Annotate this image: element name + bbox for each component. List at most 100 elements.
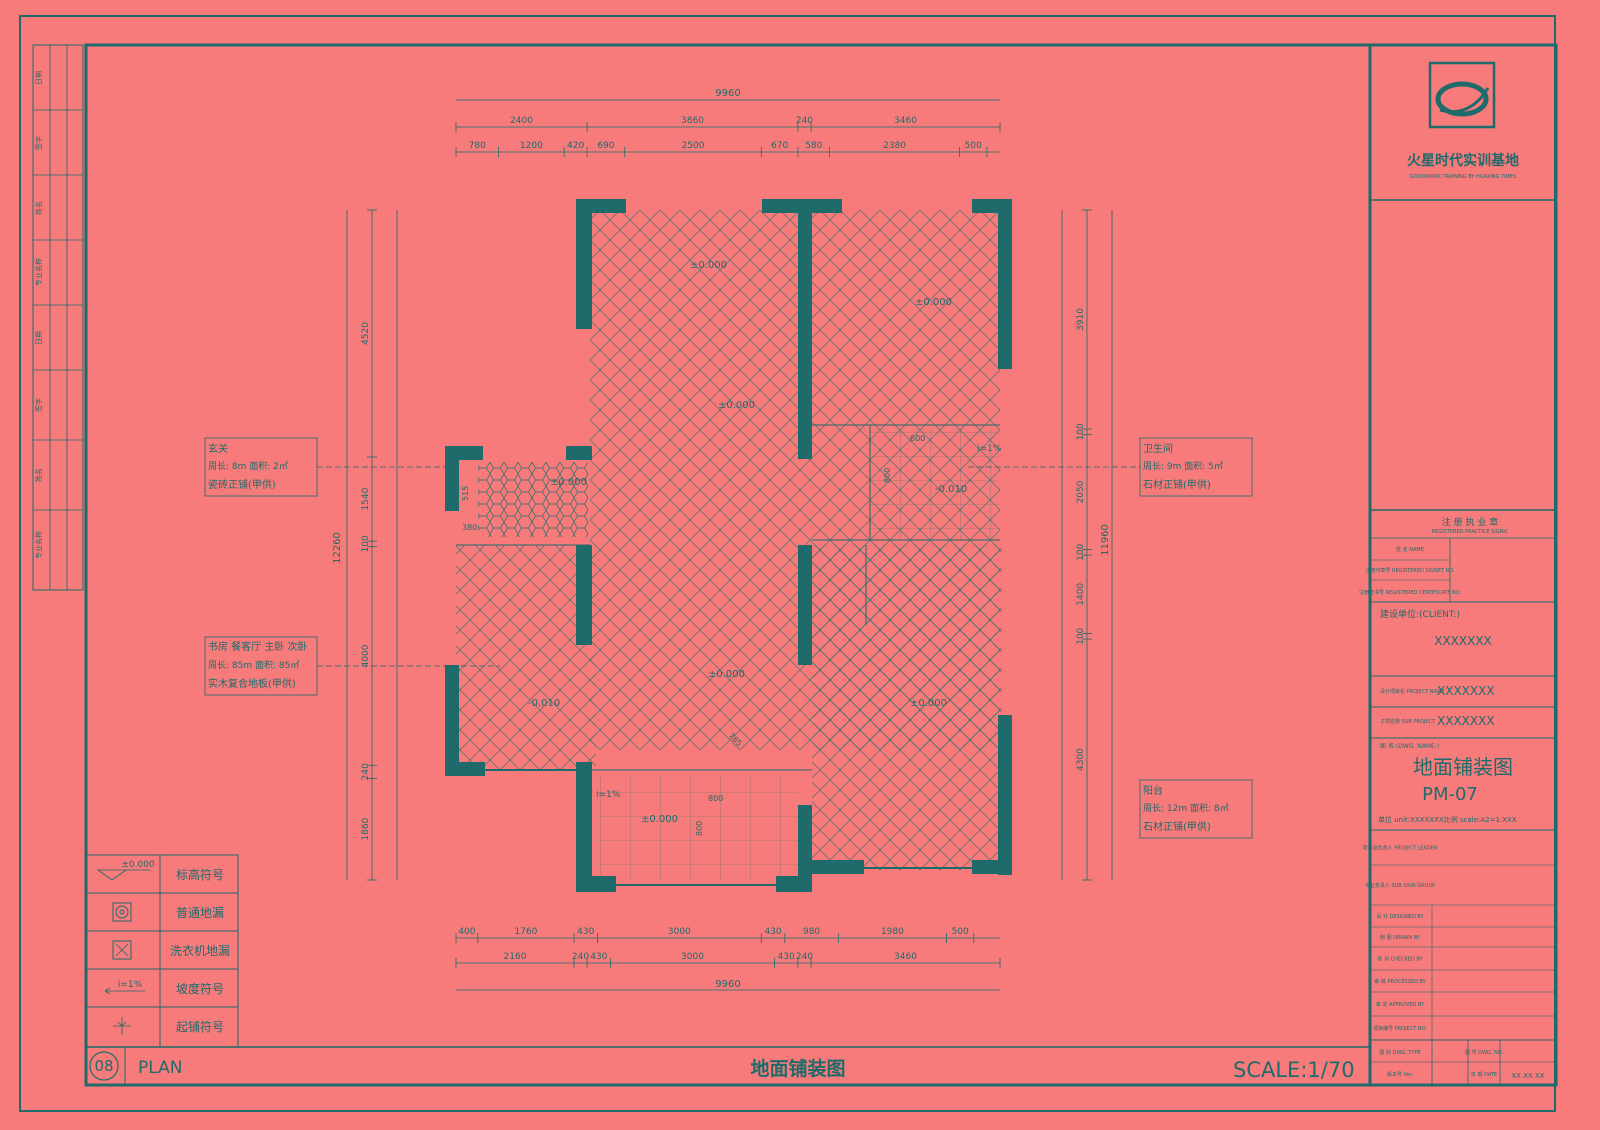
wood-floor-study xyxy=(456,545,596,770)
svg-text:版本号 Ver.: 版本号 Ver. xyxy=(1387,1071,1413,1078)
legend-label-2: 洗衣机地漏 xyxy=(170,943,230,958)
dim-bot-row1-2: 430 xyxy=(577,927,594,937)
dim-right-overall: 11960 xyxy=(1100,524,1111,556)
callout-entry: 玄关 周长: 8m 面积: 2㎡ 瓷砖正铺(甲供) xyxy=(204,437,450,497)
legend-symbol-3: i=1% xyxy=(118,980,143,990)
dim-top-row2-3: 3460 xyxy=(894,116,917,126)
dim-left-overall: 12260 xyxy=(332,532,343,564)
dim-bot-row1-0: 400 xyxy=(458,927,475,937)
svg-text:XX XX XX: XX XX XX xyxy=(1511,1072,1544,1080)
dim-top-row3-1: 1200 xyxy=(520,141,543,151)
dim-bot-row2-5: 240 xyxy=(796,952,813,962)
strip-label-0: 日期 xyxy=(35,71,43,85)
svg-text:XXXXXXX: XXXXXXX xyxy=(1437,684,1495,698)
legend-symbol-0: ±0.000 xyxy=(121,860,155,870)
elevation-1: ±0.000 xyxy=(690,260,727,271)
svg-text:周长: 85m 面积: 85㎡: 周长: 85m 面积: 85㎡ xyxy=(208,659,299,671)
callout-wood-floor: 书房 餐客厅 主卧 次卧 周长: 85m 面积: 85㎡ 实木复合地板(甲供) xyxy=(204,636,500,696)
strip-label-7: 专业名称 xyxy=(34,531,43,559)
dim-bot-row1-4: 430 xyxy=(764,927,781,937)
svg-text:注册印章号 REGISTERED SIGNET NO.: 注册印章号 REGISTERED SIGNET NO. xyxy=(1365,567,1455,574)
dim-bot-row2-4: 430 xyxy=(778,952,795,962)
svg-text:阳台: 阳台 xyxy=(1143,784,1163,797)
callout-balcony: 阳台 周长: 12m 面积: 8㎡ 石材正铺(甲供) xyxy=(1139,779,1253,839)
sign-row-1: 专业负责人 SUB SIGN GROUP xyxy=(1365,882,1435,889)
strip-label-3: 专业名称 xyxy=(34,258,43,286)
svg-text:周长: 8m 面积: 2㎡: 周长: 8m 面积: 2㎡ xyxy=(208,460,288,472)
elevation-labels: ±0.000 ±0.000 ±0.000 ±0.000 ±0.000 ±0.00… xyxy=(461,260,1002,836)
dim-right-1: 100 xyxy=(1076,423,1086,440)
slope-arrow-icon xyxy=(104,987,145,995)
title-block-dwg-code: PM-07 xyxy=(1422,784,1478,805)
strip-label-2: 姓名 xyxy=(34,201,43,215)
dim-left-3: 4000 xyxy=(361,644,371,667)
elevation-8: -0.010 xyxy=(935,484,967,495)
drawing-title: 地面铺装图 xyxy=(750,1057,845,1080)
company-name: 火星时代实训基地 xyxy=(1407,152,1519,169)
svg-text:设计项目名 PROJECT NAME: 设计项目名 PROJECT NAME xyxy=(1380,688,1444,695)
title-block: 火星时代实训基地 GOODWORK TRAINING BY HUAXING TI… xyxy=(1359,44,1557,1085)
strip-label-6: 姓名 xyxy=(34,468,43,482)
svg-text:建设单位:(CLIENT:): 建设单位:(CLIENT:) xyxy=(1380,608,1460,620)
sign-row-2: 设 计 DESIGNED BY xyxy=(1376,913,1424,920)
sign-row-7: 项目编号 PROJECT NO. xyxy=(1373,1025,1427,1032)
svg-text:图 别 DWG. TYPE: 图 别 DWG. TYPE xyxy=(1379,1049,1420,1056)
sheet-number: 08 xyxy=(94,1057,113,1075)
sign-row-5: 审 核 PROCESSED BY xyxy=(1374,978,1426,985)
legend-label-0: 标高符号 xyxy=(176,867,224,882)
sign-row-4: 校 对 CHECKED BY xyxy=(1377,956,1423,963)
svg-text:瓷砖正铺(甲供): 瓷砖正铺(甲供) xyxy=(208,478,276,491)
dim-right-3: 100 xyxy=(1076,543,1086,560)
svg-text:实木复合地板(甲供): 实木复合地板(甲供) xyxy=(208,677,296,690)
dim-top-row3-4: 2500 xyxy=(682,141,705,151)
dim-left-4: 240 xyxy=(361,763,371,780)
elevation-6: ±0.000 xyxy=(910,698,947,709)
sign-row-0: 项目总负责人 PROJECT LEADER xyxy=(1363,845,1438,852)
dim-bot-row1-7: 500 xyxy=(952,927,969,937)
elevation-5: ±0.000 xyxy=(708,669,745,680)
callout-bathroom: 卫生间 周长: 9m 面积: 5㎡ 石材正铺(甲供) xyxy=(968,437,1253,497)
dim-bot-row2-2: 430 xyxy=(590,952,607,962)
dim-bot-row1-1: 1760 xyxy=(514,927,537,937)
dim-top-row3-0: 780 xyxy=(469,141,486,151)
dim-top-row2-0: 2400 xyxy=(510,116,533,126)
legend-label-3: 坡度符号 xyxy=(176,981,224,996)
inner-dim-600: 600 xyxy=(910,434,925,443)
dim-bot-row1-5: 980 xyxy=(803,927,820,937)
sheet-number-circle xyxy=(89,1051,119,1081)
wood-floor-bedroom xyxy=(812,545,1002,870)
svg-text:注 册 执 业 章: 注 册 执 业 章 xyxy=(1442,516,1498,528)
strip-label-1: 签字 xyxy=(34,136,43,150)
svg-text:图 名:(DWG. NAME:): 图 名:(DWG. NAME:) xyxy=(1380,742,1439,750)
dim-right-0: 3910 xyxy=(1076,308,1086,331)
slope-1: i=1% xyxy=(977,444,1002,454)
svg-text:周长: 9m 面积: 5㎡: 周长: 9m 面积: 5㎡ xyxy=(1143,460,1223,472)
svg-text:书房 餐客厅 主卧 次卧: 书房 餐客厅 主卧 次卧 xyxy=(208,640,308,653)
dim-top-row3-8: 500 xyxy=(965,141,982,151)
dim-top-row3-2: 420 xyxy=(567,141,584,151)
svg-text:姓 名 NAME: 姓 名 NAME xyxy=(1396,546,1424,553)
dim-left-1: 1540 xyxy=(361,487,371,510)
strip-label-5: 签字 xyxy=(34,398,43,412)
strip-label-4: 日期 xyxy=(35,331,43,345)
inner-dim-800b: 800 xyxy=(708,794,723,803)
dim-bot-row2-6: 3460 xyxy=(894,952,917,962)
inner-dim-800c: 800 xyxy=(695,821,704,836)
inner-dim-800a: 800 xyxy=(883,468,892,483)
dim-top-row3-7: 2380 xyxy=(883,141,906,151)
svg-text:图 号 DWG. NO.: 图 号 DWG. NO. xyxy=(1465,1050,1503,1056)
svg-text:子项名称 SUB PROJECT: 子项名称 SUB PROJECT xyxy=(1380,718,1436,725)
elevation-mark-icon xyxy=(96,869,150,881)
dim-bot-row1-6: 1980 xyxy=(881,927,904,937)
balcony-stone-floor xyxy=(598,775,798,880)
svg-text:石材正铺(甲供): 石材正铺(甲供) xyxy=(1143,820,1211,833)
dim-right-4: 1400 xyxy=(1076,583,1086,606)
svg-text:日 期 DATE: 日 期 DATE xyxy=(1471,1072,1497,1078)
dim-bot-row2-1: 240 xyxy=(572,952,589,962)
svg-text:周长: 12m 面积: 8㎡: 周长: 12m 面积: 8㎡ xyxy=(1143,802,1229,814)
scale-label: SCALE:1/70 xyxy=(1233,1058,1355,1082)
bathroom-stone-floor xyxy=(870,430,998,540)
